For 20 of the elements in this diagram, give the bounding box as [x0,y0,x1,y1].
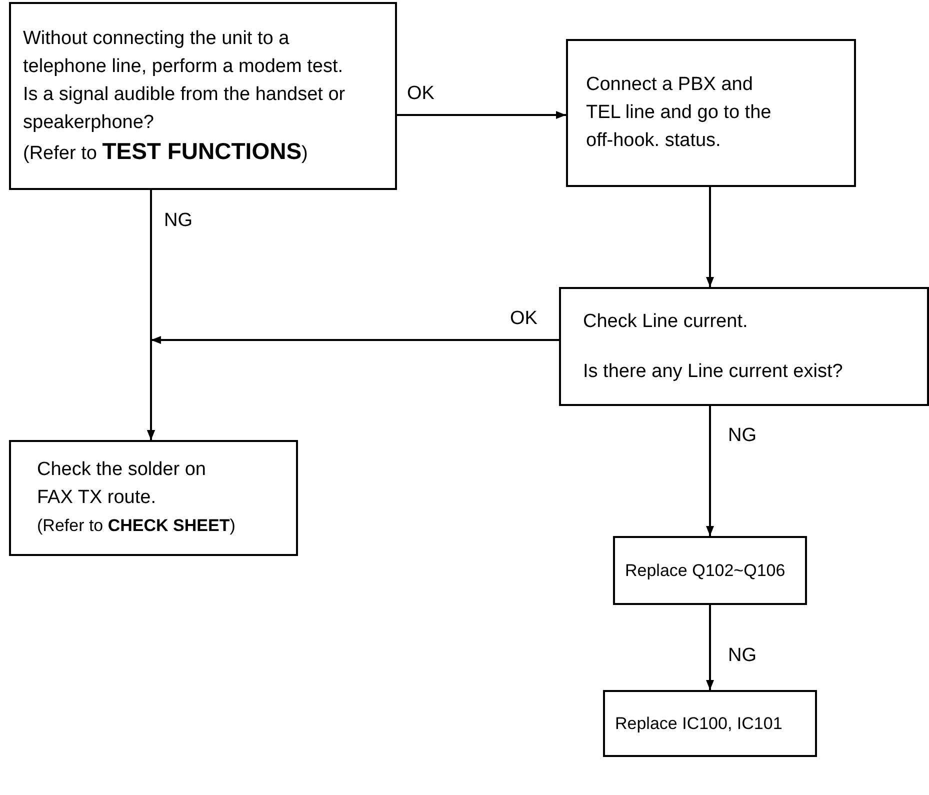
process-box [9,440,298,556]
arrow [706,406,714,536]
box-note: (Refer to CHECK SHEET) [37,515,236,537]
box-note: Is there any Line current exist? [583,360,844,384]
arrow [706,187,714,287]
box-note: (Refer to TEST FUNCTIONS) [23,136,309,166]
arrow [397,111,566,119]
process-box [566,39,856,187]
process-box [603,690,817,757]
box-text: Replace Q102~Q106 [625,560,786,582]
arrow [706,605,714,690]
process-box [559,287,929,406]
process-box [9,2,397,190]
process-box [613,536,807,605]
box-text: Check Line current. [583,310,749,334]
box-text: Connect a PBX and TEL line and go to the off-hook. status. [586,73,772,153]
box-text: Check the solder on FAX TX route. [37,458,207,510]
box-text: Without connecting the unit to a telephone line, perform a modem test. Is a signal audible from the handset or speakerphone? [23,26,346,134]
box-text: Replace IC100, IC101 [615,712,784,734]
arrow [147,336,559,440]
